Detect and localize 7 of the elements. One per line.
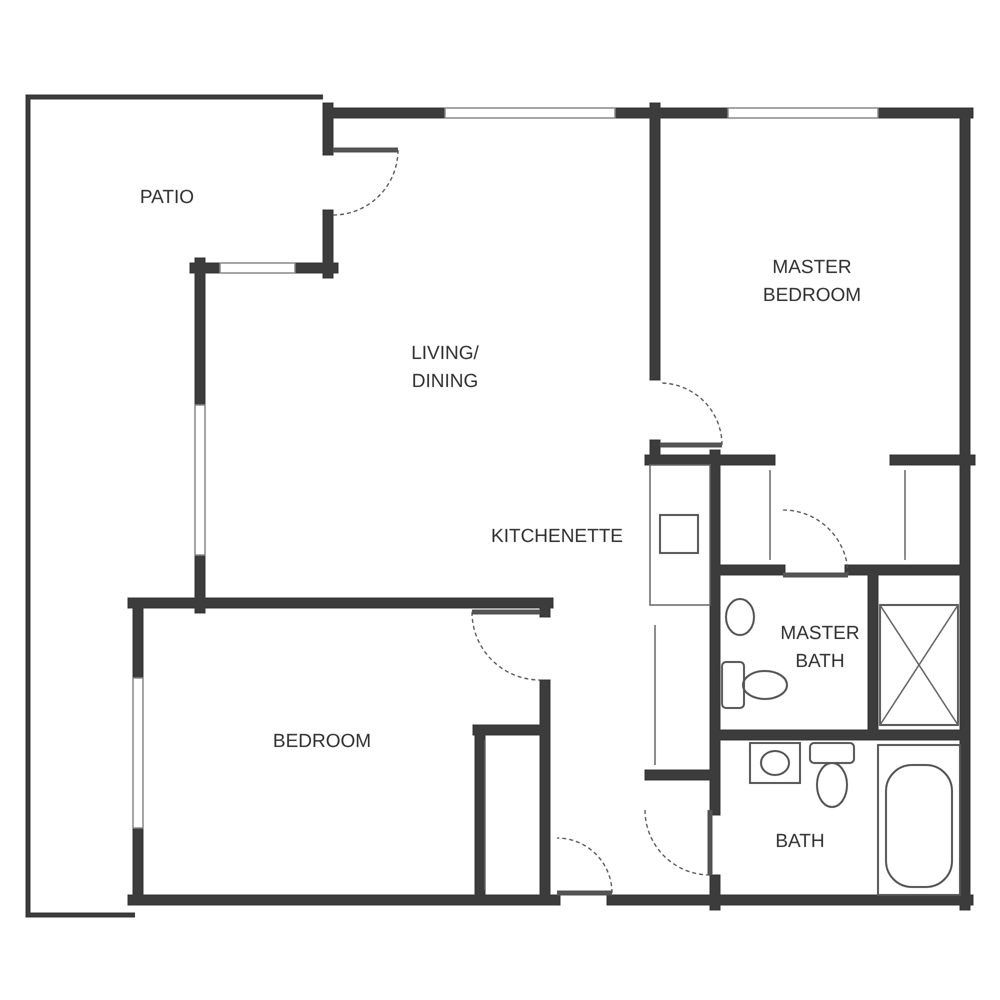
room-label: BEDROOM <box>272 730 372 754</box>
room-label: MASTER BATH <box>779 622 861 674</box>
room-label: KITCHENETTE <box>491 525 623 549</box>
room-label: LIVING/ DINING <box>410 342 480 394</box>
room-label: PATIO <box>140 186 194 210</box>
room-label: BATH <box>775 830 825 854</box>
room-label: MASTER BEDROOM <box>762 256 862 308</box>
